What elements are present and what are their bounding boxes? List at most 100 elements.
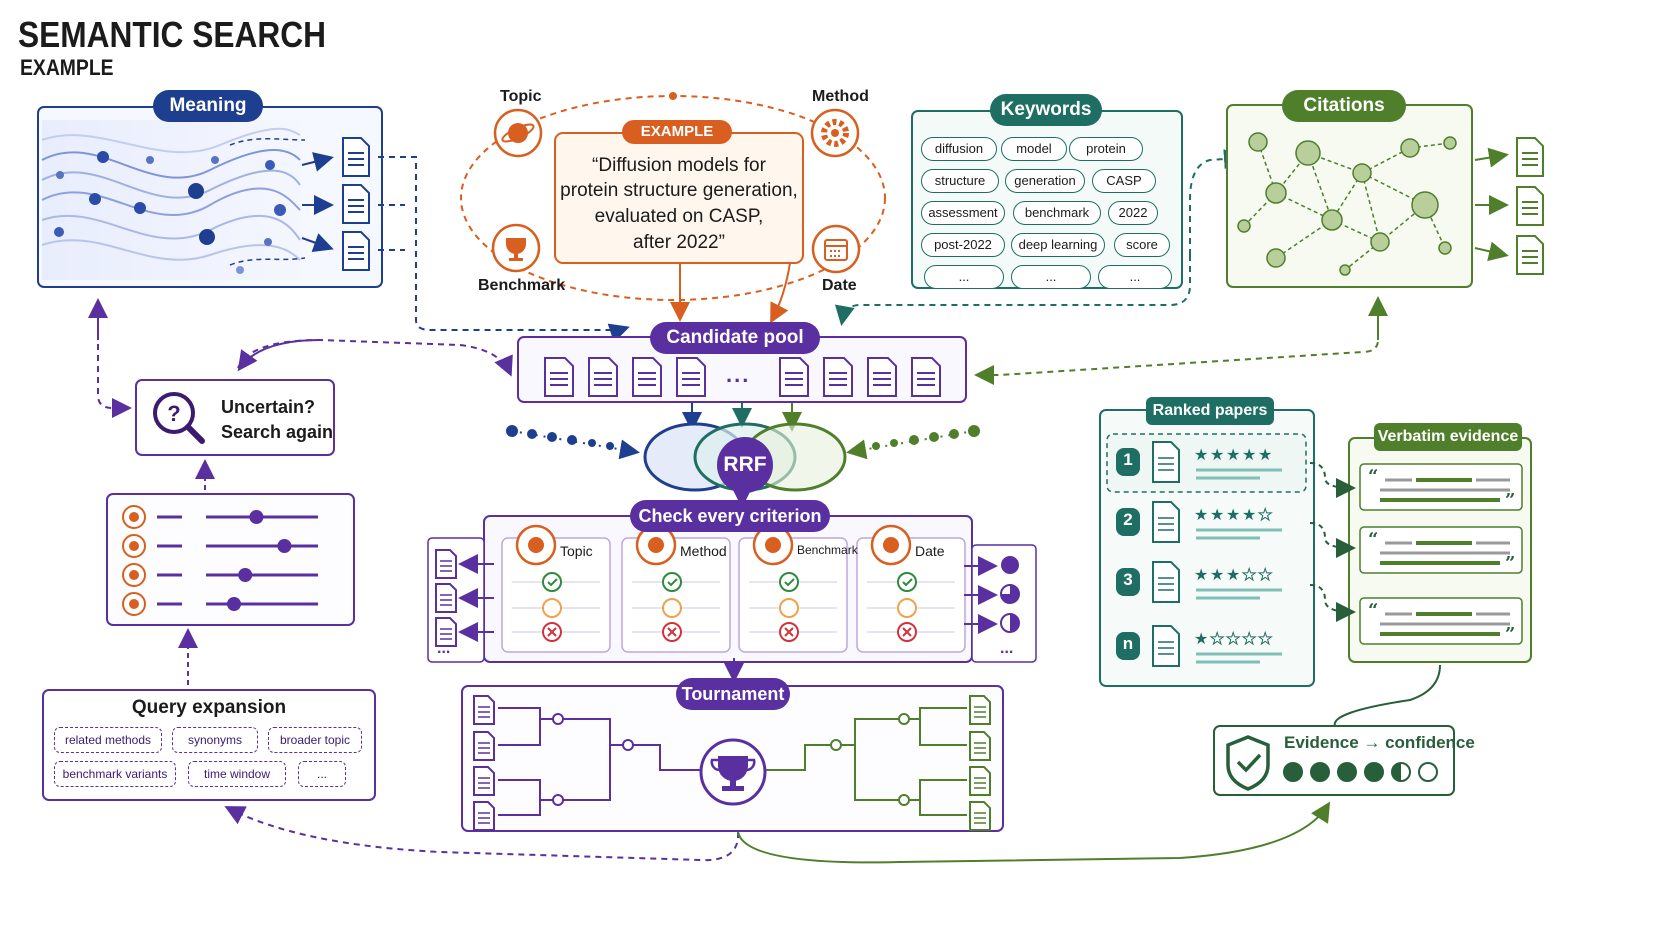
svg-text:“: “	[1368, 529, 1378, 550]
partial-icon	[662, 598, 682, 618]
confidence-label: Evidence → confidence	[1284, 733, 1475, 752]
ranked-list: ★★★★★★★★★★★★★★★★★★★★	[1116, 441, 1282, 667]
confidence-dot	[1310, 762, 1330, 782]
slider-thumb[interactable]	[227, 597, 241, 611]
blue-input-dots	[506, 425, 640, 460]
candidate-pool-ellipsis: ...	[726, 362, 751, 387]
keyword-chip: ...	[1098, 265, 1172, 289]
green-input-dots	[846, 425, 980, 460]
criterion-title: Topic	[560, 543, 593, 559]
uncertain-line-1: Uncertain?	[221, 397, 316, 417]
candidate-docs	[544, 357, 941, 397]
keyword-chip: structure	[921, 169, 999, 193]
example-badge: EXAMPLE	[622, 120, 732, 144]
confidence-dot	[1283, 762, 1303, 782]
keyword-chip: model	[1001, 137, 1067, 161]
rank-badge	[1116, 508, 1140, 536]
query-expansion-title: Query expansion	[131, 697, 287, 718]
svg-text:”: ”	[1505, 553, 1515, 574]
example-query-line-1: “Diffusion models for	[592, 155, 766, 176]
criteria-right-ellipsis: ...	[1000, 640, 1014, 657]
partial-icon	[542, 598, 562, 618]
meaning-label: Meaning	[153, 90, 263, 122]
confidence-dot	[1337, 762, 1357, 782]
confidence-dot	[1364, 762, 1384, 782]
star-icon: ★	[1242, 505, 1256, 524]
star-icon: ★	[1242, 445, 1256, 464]
topic-facet-icon	[493, 108, 543, 158]
rrf-label: RRF	[723, 453, 767, 476]
rank-number: 3	[1123, 570, 1133, 589]
benchmark-facet-icon	[491, 223, 541, 273]
criterion-column	[621, 537, 731, 653]
facet-method-label: Method	[812, 88, 869, 105]
slider-thumb[interactable]	[277, 539, 292, 553]
rank-badge	[1116, 632, 1140, 660]
star-icon: ★	[1194, 505, 1208, 524]
tournament-right-docs	[969, 695, 991, 831]
magnifier-question-icon: ?	[153, 392, 205, 444]
page-subtitle: EXAMPLE	[20, 55, 114, 80]
confidence-dots	[1283, 762, 1438, 782]
query-expansion-chip: broader topic	[268, 727, 362, 753]
criterion-title: Method	[680, 543, 727, 559]
star-icon: ★	[1258, 505, 1272, 524]
rrf-venn	[643, 422, 847, 493]
criteria-left-docs	[435, 549, 494, 647]
star-icon: ★	[1242, 629, 1256, 648]
criteria-result-dials	[964, 556, 1020, 634]
svg-text:“: “	[1368, 600, 1378, 621]
date-facet-icon	[811, 224, 861, 274]
keyword-chip: ...	[1011, 265, 1091, 289]
paper-icon	[1152, 501, 1180, 543]
example-query-line-3: evaluated on CASP,	[594, 206, 764, 227]
keyword-chip: benchmark	[1013, 201, 1101, 225]
query-expansion-chip: ...	[298, 761, 346, 787]
evidence-label: Verbatim evidence	[1374, 423, 1522, 451]
keyword-chip: post-2022	[921, 233, 1005, 257]
check-icon	[542, 572, 562, 592]
svg-text:“: “	[1368, 466, 1378, 487]
query-expansion-chip: benchmark variants	[54, 761, 176, 787]
tournament-label: Tournament	[676, 678, 790, 710]
rank-number: n	[1122, 634, 1134, 653]
keyword-chip: 2022	[1108, 201, 1158, 225]
star-icon: ★	[1210, 629, 1224, 648]
uncertain-line-2: Search again	[221, 422, 334, 442]
evidence-card	[1359, 526, 1523, 574]
star-icon: ★	[1210, 445, 1224, 464]
example-query-line-4: after 2022”	[633, 232, 725, 253]
keyword-chip: ...	[924, 265, 1004, 289]
slider-thumb[interactable]	[238, 568, 253, 582]
citation-docs	[1516, 137, 1544, 275]
criterion-title: Benchmark	[797, 543, 858, 557]
check-icon	[662, 572, 682, 592]
star-icon: ★	[1226, 445, 1240, 464]
query-expansion-chip: related methods	[54, 727, 162, 753]
facet-benchmark-label: Benchmark	[478, 277, 566, 294]
query-expansion-chip: synonyms	[172, 727, 258, 753]
shield-check-icon	[1226, 735, 1270, 791]
citations-label: Citations	[1282, 90, 1406, 122]
rank-badge	[1116, 568, 1140, 596]
star-icon: ★	[1226, 565, 1240, 584]
candidate-pool-label: Candidate pool	[650, 322, 820, 354]
keyword-chip: diffusion	[921, 137, 997, 161]
criterion-column	[501, 537, 611, 653]
partial-icon	[897, 598, 917, 618]
svg-text:”: ”	[1505, 490, 1515, 511]
paper-icon	[1152, 441, 1180, 483]
star-icon: ★	[1210, 505, 1224, 524]
rank-badge	[1116, 448, 1140, 476]
facet-weights-panel	[106, 493, 355, 626]
confidence-dot	[1418, 762, 1438, 782]
citation-graph	[1237, 132, 1457, 276]
slider-thumb[interactable]	[249, 510, 264, 524]
criteria-label: Check every criterion	[630, 500, 830, 532]
check-icon	[897, 572, 917, 592]
star-icon: ★	[1242, 565, 1256, 584]
star-icon: ★	[1194, 445, 1208, 464]
example-query-line-2: protein structure generation,	[560, 180, 798, 201]
star-icon: ★	[1258, 629, 1272, 648]
